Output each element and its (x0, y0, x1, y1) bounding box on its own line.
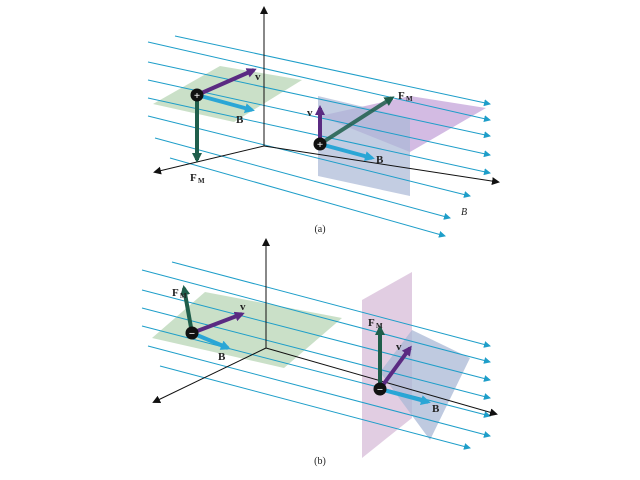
charge-circle-icon (185, 326, 199, 340)
vector-v-a-left (196, 68, 257, 97)
label-v-a-left: v (255, 71, 261, 83)
charge-b-left: − (185, 326, 199, 340)
charge-b-left-sign: − (189, 328, 195, 340)
charge-b-right-sign: − (377, 384, 383, 396)
vector-v-b-left (191, 311, 245, 335)
label-f-a-right-sub: M (406, 95, 413, 103)
vector-b-a-left (196, 93, 255, 113)
charge-a-right-sign: + (317, 139, 323, 151)
panel-a: + + v B F M v B F M B (a) (147, 6, 500, 238)
panel-b: − − F M v B F M v B (b) (141, 238, 498, 467)
vector-b-a-right (319, 142, 375, 162)
label-b-b-left: B (218, 351, 226, 363)
label-v-b-right: v (396, 341, 402, 353)
label-f-b-right-sub: M (376, 322, 383, 330)
label-f-b-left-sub: M (180, 292, 187, 300)
charge-circle-icon (313, 137, 327, 151)
label-b-b-right: B (432, 403, 440, 415)
caption-a: (a) (314, 224, 325, 235)
vector-f-b-left (180, 285, 194, 334)
charge-a-right: + (313, 137, 327, 151)
label-f-a-left-sub: M (198, 177, 205, 185)
label-f-b-right: F (368, 317, 375, 329)
label-b-a-left: B (236, 114, 244, 126)
label-v-a-right: v (307, 107, 313, 119)
charge-circle-icon (373, 382, 387, 396)
vector-b-b-right (379, 387, 431, 405)
plane-a-right-blue (318, 96, 410, 196)
charge-b-right: − (373, 382, 387, 396)
charge-circle-icon (190, 88, 204, 102)
vector-f-a-right (318, 96, 395, 146)
label-f-b-left: F (172, 287, 179, 299)
charge-a-left: + (190, 88, 204, 102)
label-f-a-left: F (190, 172, 197, 184)
axes-a (153, 6, 500, 186)
plane-a-left-green (153, 66, 302, 122)
charge-a-left-sign: + (194, 90, 200, 102)
label-f-a-right: F (398, 90, 405, 102)
plane-b-left-green (152, 292, 342, 368)
caption-b: (b) (314, 456, 326, 467)
vector-v-b-right (378, 345, 412, 391)
label-b-a-right: B (376, 154, 384, 166)
label-v-b-left: v (240, 301, 246, 313)
field-lines-b (141, 261, 491, 450)
field-label-a: B (461, 207, 467, 218)
